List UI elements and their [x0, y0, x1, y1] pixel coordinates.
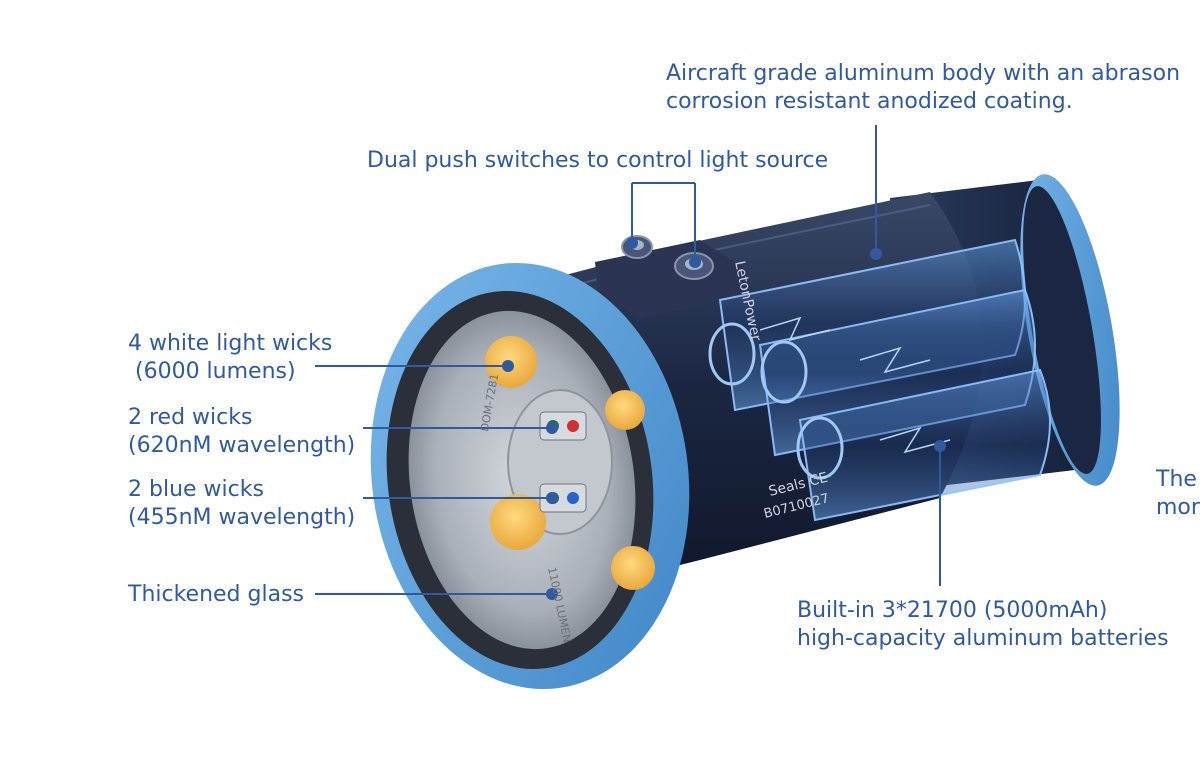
label-aluminum-body-line1: Aircraft grade aluminum body with an abr…: [666, 61, 1181, 86]
label-cut-right-line2: mor: [1156, 495, 1200, 520]
label-red-wicks-line1: 2 red wicks: [128, 405, 253, 430]
white-led: [605, 390, 645, 430]
label-cut-right-line1: The: [1156, 467, 1197, 492]
label-switches: Dual push switches to control light sour…: [367, 148, 829, 173]
leader-switches: [631, 182, 696, 262]
label-batteries-line1: Built-in 3*21700 (5000mAh): [797, 598, 1108, 623]
label-blue-wicks-line2: (455nM wavelength): [128, 505, 356, 530]
label-batteries-line2: high-capacity aluminum batteries: [797, 626, 1169, 651]
label-white-wicks-line1: 4 white light wicks: [128, 331, 333, 356]
label-glass: Thickened glass: [128, 582, 304, 607]
white-led: [490, 494, 546, 550]
battery-pack-visual: [708, 238, 1051, 522]
label-blue-wicks-line1: 2 blue wicks: [128, 477, 264, 502]
label-aluminum-body-line2: corrosion resistant anodized coating.: [666, 89, 1073, 114]
white-led: [611, 546, 655, 590]
label-white-wicks-line2: (6000 lumens): [128, 359, 296, 384]
label-red-wicks-line2: (620nM wavelength): [128, 433, 356, 458]
